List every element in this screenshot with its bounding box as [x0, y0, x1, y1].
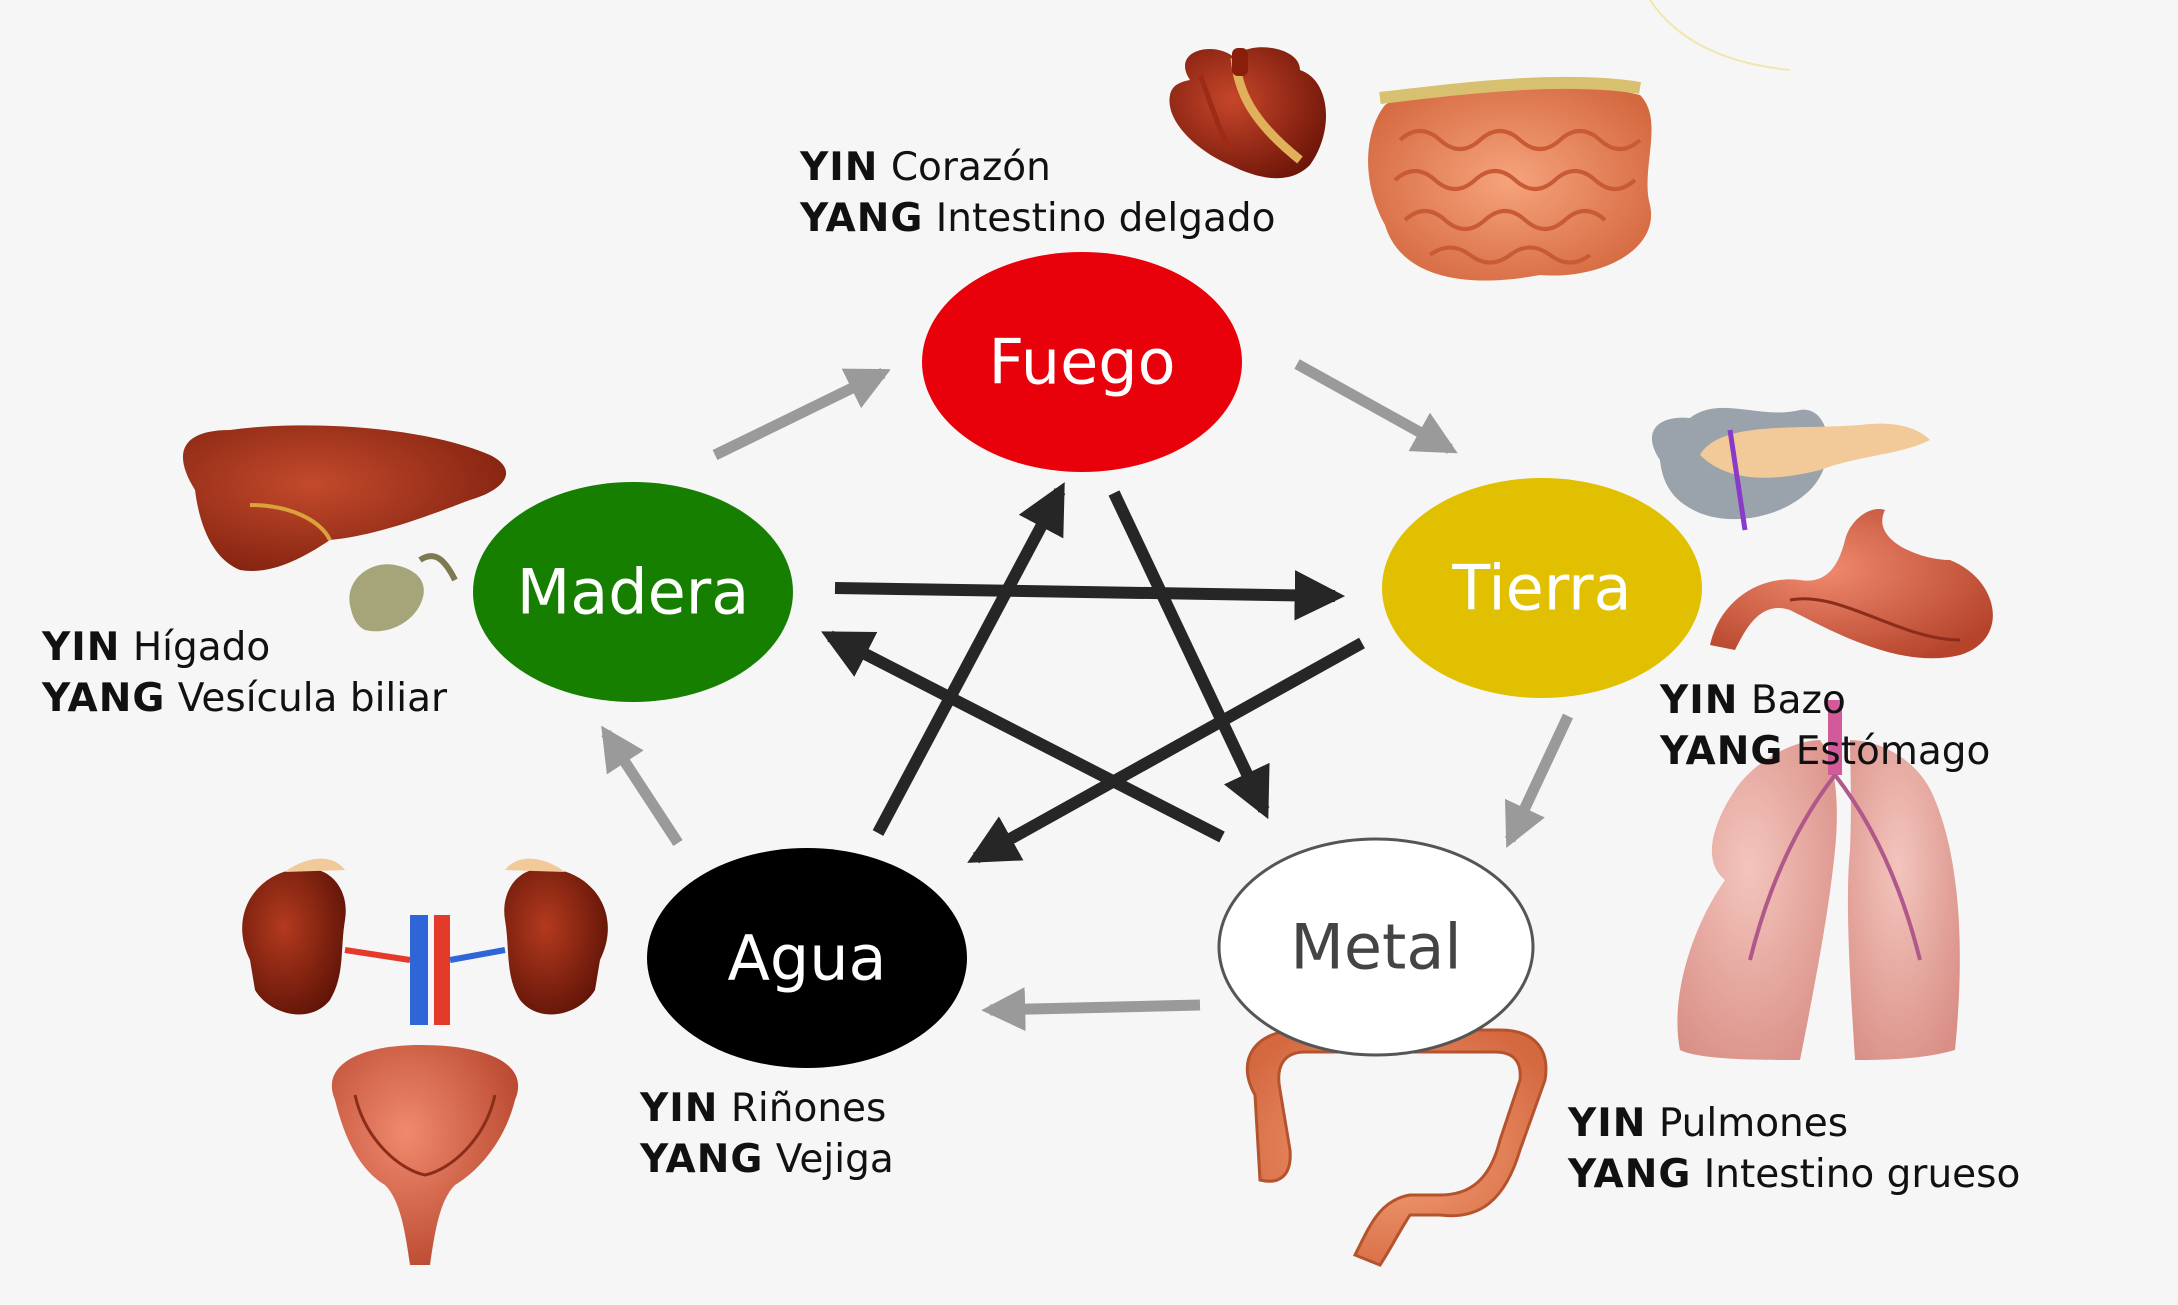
- element-tierra: Tierra: [1382, 478, 1702, 698]
- liver-illustration: [182, 425, 507, 571]
- heart-illustration: [1169, 47, 1327, 179]
- organ-label-fuego: YIN Corazón YANG Intestino delgado: [800, 142, 1276, 244]
- yin-tag: YIN: [1568, 1101, 1647, 1146]
- control-arrow-agua-fuego: [872, 482, 1066, 836]
- element-label-tierra: Tierra: [1451, 552, 1631, 625]
- organ-label-metal: YIN Pulmones YANG Intestino grueso: [1568, 1098, 2020, 1200]
- control-arrow-madera-tierra: [834, 570, 1346, 621]
- yin-organ: Hígado: [132, 625, 271, 670]
- element-label-metal: Metal: [1290, 911, 1461, 984]
- yin-organ: Corazón: [890, 145, 1051, 190]
- element-label-madera: Madera: [517, 556, 749, 629]
- generation-cycle-arrows: [601, 359, 1573, 1032]
- yang-organ: Estómago: [1795, 729, 1991, 774]
- kidneys-illustration: [242, 858, 608, 1025]
- generation-arrow-madera-fuego: [712, 368, 891, 460]
- yin-tag: YIN: [1660, 678, 1739, 723]
- small-intestine-illustration: [1368, 76, 1652, 281]
- corner-arc: [1649, 0, 1791, 71]
- element-label-fuego: Fuego: [989, 326, 1176, 399]
- generation-arrow-fuego-tierra: [1294, 359, 1458, 454]
- control-arrow-fuego-metal: [1108, 490, 1270, 820]
- organ-label-madera: YIN Hígado YANG Vesícula biliar: [42, 622, 447, 724]
- large-intestine-illustration: [1245, 1028, 1548, 1267]
- element-fuego: Fuego: [922, 252, 1242, 472]
- control-arrow-tierra-agua: [967, 637, 1365, 864]
- yang-tag: YANG: [640, 1137, 764, 1182]
- organ-label-agua: YIN Riñones YANG Vejiga: [640, 1083, 894, 1185]
- yin-organ: Riñones: [730, 1086, 887, 1131]
- control-cycle-arrows: [821, 482, 1365, 864]
- generation-arrow-tierra-metal: [1504, 713, 1573, 848]
- yang-tag: YANG: [800, 196, 924, 241]
- yang-organ: Intestino grueso: [1703, 1152, 2021, 1197]
- lungs-illustration: [1677, 700, 1960, 1060]
- yin-organ: Pulmones: [1658, 1101, 1849, 1146]
- yin-organ: Bazo: [1750, 678, 1846, 723]
- yin-tag: YIN: [800, 145, 879, 190]
- yang-organ: Vejiga: [775, 1137, 894, 1182]
- element-agua: Agua: [647, 848, 967, 1068]
- yang-tag: YANG: [1660, 729, 1784, 774]
- yang-tag: YANG: [42, 676, 166, 721]
- element-metal: Metal: [1217, 837, 1535, 1057]
- element-label-agua: Agua: [727, 922, 886, 995]
- control-arrow-metal-madera: [821, 630, 1225, 843]
- organ-label-tierra: YIN Bazo YANG Estómago: [1660, 675, 1990, 777]
- generation-arrow-agua-madera: [601, 725, 683, 847]
- yang-tag: YANG: [1568, 1152, 1692, 1197]
- yin-tag: YIN: [42, 625, 121, 670]
- pancreas-illustration: [1651, 407, 1930, 531]
- yin-tag: YIN: [640, 1086, 719, 1131]
- bladder-illustration: [331, 1045, 519, 1265]
- yang-organ: Vesícula biliar: [177, 676, 448, 721]
- stomach-illustration: [1710, 509, 1993, 659]
- generation-arrow-metal-agua: [981, 987, 1201, 1032]
- yang-organ: Intestino delgado: [935, 196, 1276, 241]
- gallbladder-illustration: [349, 553, 458, 632]
- element-madera: Madera: [473, 482, 793, 702]
